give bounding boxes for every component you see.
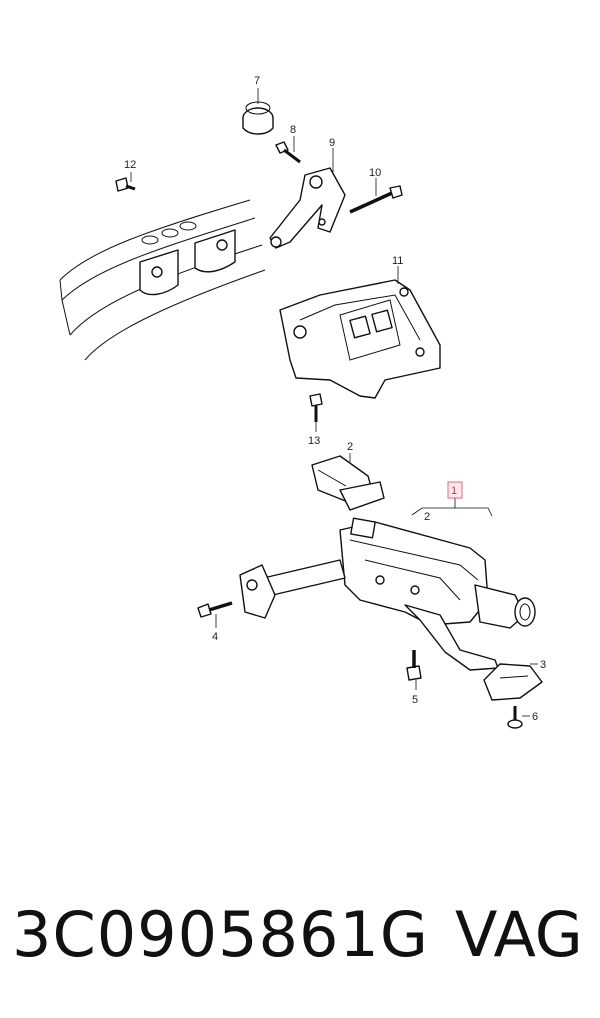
- part-number: 3C0905861G: [12, 898, 429, 971]
- callout-4: 4: [212, 631, 218, 643]
- brand-label: VAG: [455, 898, 583, 971]
- callout-5: 5: [412, 694, 418, 706]
- cross-member: [59, 199, 266, 361]
- callout-2-upper: 2: [347, 441, 353, 453]
- callout-10: 10: [369, 167, 381, 179]
- screw-part-6: [507, 706, 530, 729]
- bolt-part-12: [115, 172, 136, 192]
- callout-3: 3: [540, 659, 546, 671]
- callout-8: 8: [290, 124, 296, 136]
- callout-13: 13: [308, 435, 320, 447]
- mounting-bracket-part-11: [279, 266, 441, 399]
- callout-12: 12: [124, 159, 136, 171]
- bolt-part-8: [275, 136, 301, 164]
- steering-column-part-1: [239, 481, 536, 671]
- callout-9: 9: [329, 137, 335, 149]
- bracket-part-9: [269, 148, 346, 249]
- bolt-part-13: [309, 393, 323, 432]
- bolt-part-5: [406, 650, 422, 690]
- callout-2-lower: 2: [424, 511, 430, 523]
- parts-diagram: 7 8 9 10 12 11 13 2 1 2 4 3 5 6: [59, 75, 546, 729]
- grommet-part-7: [242, 88, 274, 135]
- callout-7: 7: [254, 75, 260, 87]
- callout-11: 11: [392, 255, 403, 267]
- lock-housing-part-2: [311, 453, 385, 511]
- bolt-part-10: [349, 178, 403, 214]
- callout-1: 1: [451, 485, 457, 497]
- footer: 3C0905861G VAG: [0, 895, 600, 985]
- callout-6: 6: [532, 711, 538, 723]
- trim-cover-part-3: [483, 663, 543, 701]
- bolt-part-4: [197, 601, 233, 628]
